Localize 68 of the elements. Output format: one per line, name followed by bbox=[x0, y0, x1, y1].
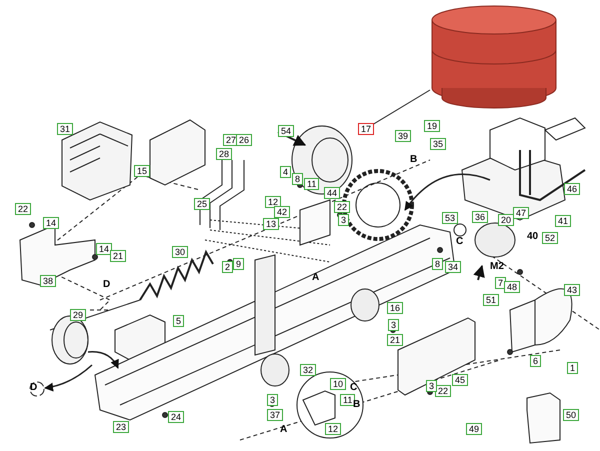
callout-number: 3 bbox=[388, 319, 400, 331]
callout-number: 51 bbox=[483, 294, 500, 306]
callout-number: 28 bbox=[216, 148, 232, 160]
view-letter: C bbox=[456, 237, 464, 247]
callout-number: 4 bbox=[280, 166, 292, 178]
callout-number: 2 bbox=[222, 261, 234, 273]
callout-number: 49 bbox=[466, 423, 482, 435]
callout-number: 3 bbox=[426, 380, 438, 392]
callout-number: 14 bbox=[43, 217, 60, 229]
view-letter: B bbox=[353, 400, 360, 410]
view-letter: B bbox=[410, 155, 418, 165]
callout-number: 29 bbox=[70, 309, 86, 321]
callout-number: 42 bbox=[274, 206, 290, 218]
callout-number: 12 bbox=[265, 196, 282, 208]
callout-number: 50 bbox=[563, 409, 580, 421]
callout-number: 14 bbox=[96, 243, 112, 255]
callout-number: 17 bbox=[358, 123, 374, 135]
callout-number: 21 bbox=[110, 250, 126, 262]
callout-number: 39 bbox=[395, 130, 412, 142]
callout-number: 21 bbox=[387, 334, 404, 346]
callout-number: 16 bbox=[387, 302, 404, 314]
callout-number: 45 bbox=[452, 374, 468, 386]
callout-number: 30 bbox=[172, 246, 188, 258]
callout-number: 35 bbox=[430, 138, 446, 150]
callout-number: 48 bbox=[504, 281, 520, 293]
callout-number: 8 bbox=[292, 173, 304, 185]
callout-number: 32 bbox=[300, 364, 316, 376]
callout-number: 53 bbox=[442, 212, 458, 224]
callout-number: 44 bbox=[324, 187, 340, 199]
callout-number: 5 bbox=[173, 315, 184, 327]
callout-number: 34 bbox=[445, 261, 462, 273]
view-letter: M2 bbox=[490, 262, 504, 272]
callout-number: 20 bbox=[498, 214, 514, 226]
callout-number: 52 bbox=[542, 232, 558, 244]
callout-number: 8 bbox=[432, 258, 444, 270]
view-letter: A bbox=[280, 425, 288, 435]
callout-number: 11 bbox=[304, 178, 320, 190]
callout-number: 36 bbox=[472, 211, 488, 223]
callout-number: 24 bbox=[168, 411, 184, 423]
callout-number: 15 bbox=[134, 165, 150, 177]
callout-number: 43 bbox=[564, 284, 580, 296]
callout-number: 3 bbox=[267, 394, 278, 406]
callout-number: 23 bbox=[113, 421, 130, 433]
callout-number: 26 bbox=[236, 134, 252, 146]
callout-number: 54 bbox=[278, 125, 294, 137]
view-letter: D bbox=[103, 280, 110, 290]
callout-number: 9 bbox=[233, 258, 244, 270]
callout-number: 10 bbox=[330, 378, 346, 390]
view-letter: 40 bbox=[527, 232, 538, 242]
callout-number: 37 bbox=[267, 409, 284, 421]
view-letter: C bbox=[350, 383, 358, 393]
callout-number: 22 bbox=[15, 203, 32, 215]
callout-number: 25 bbox=[194, 198, 210, 210]
callout-number: 38 bbox=[40, 275, 56, 287]
callout-number: 46 bbox=[564, 183, 580, 195]
callout-number: 47 bbox=[513, 207, 530, 219]
callout-number: 3 bbox=[338, 214, 350, 226]
view-letter: A bbox=[312, 273, 320, 283]
callout-number: 19 bbox=[424, 120, 440, 132]
callout-number: 41 bbox=[555, 215, 572, 227]
callout-number: 13 bbox=[263, 218, 280, 230]
callout-number: 1 bbox=[567, 362, 578, 374]
callout-number: 6 bbox=[530, 355, 542, 367]
callout-number: 22 bbox=[435, 385, 452, 397]
callout-number: 31 bbox=[57, 123, 74, 135]
callout-number: 22 bbox=[334, 201, 350, 213]
callout-number: 12 bbox=[325, 423, 342, 435]
view-letter: D bbox=[30, 383, 38, 393]
